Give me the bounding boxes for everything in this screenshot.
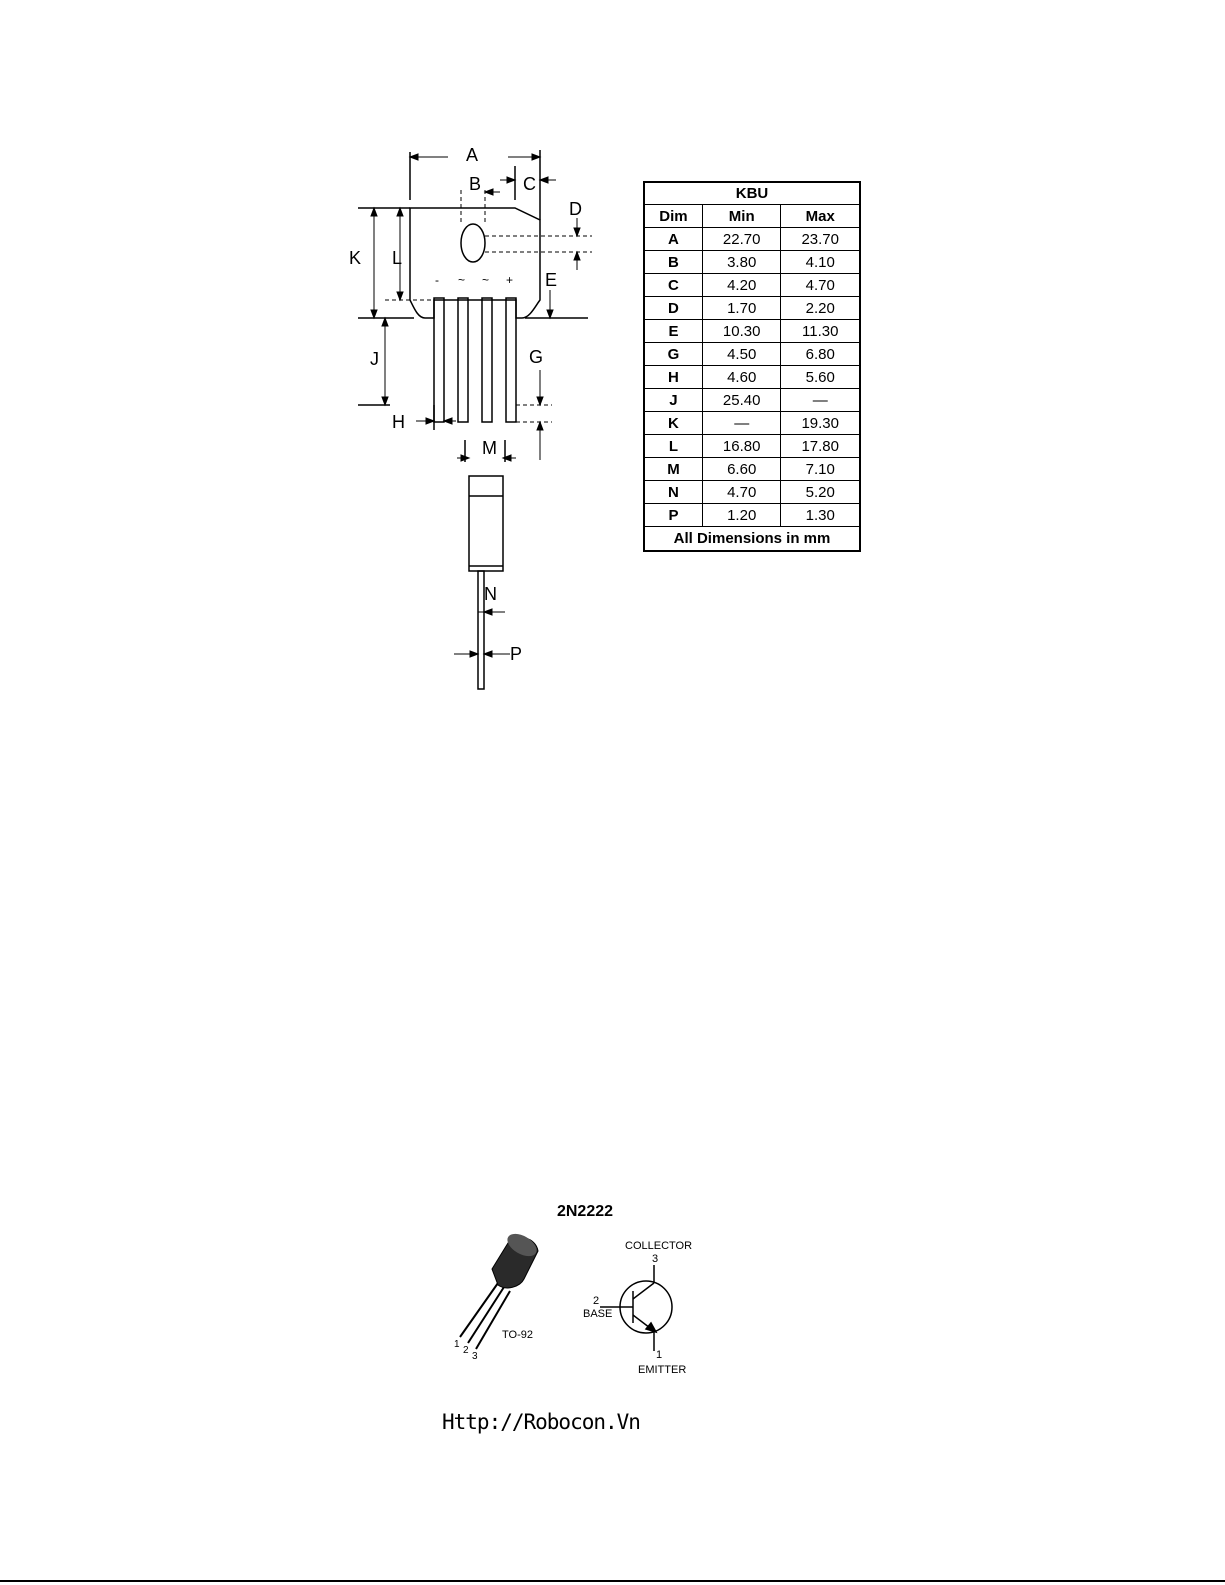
- row-min: 4.50: [702, 343, 781, 366]
- row-dim: J: [644, 389, 702, 412]
- row-max: 11.30: [781, 320, 860, 343]
- row-max: 23.70: [781, 228, 860, 251]
- row-min: 4.20: [702, 274, 781, 297]
- emitter-pin: 1: [656, 1349, 662, 1361]
- row-max: 7.10: [781, 458, 860, 481]
- dim-label-n: N: [484, 584, 497, 604]
- row-dim: A: [644, 228, 702, 251]
- row-min: 22.70: [702, 228, 781, 251]
- row-max: 2.20: [781, 297, 860, 320]
- header-min: Min: [702, 205, 781, 228]
- pin-number-1: 1: [454, 1339, 460, 1350]
- row-max: —: [781, 389, 860, 412]
- row-dim: N: [644, 481, 702, 504]
- collector-pin: 3: [652, 1253, 658, 1265]
- row-max: 17.80: [781, 435, 860, 458]
- row-dim: C: [644, 274, 702, 297]
- pin-mark-ac-1: ~: [458, 273, 465, 287]
- row-dim: L: [644, 435, 702, 458]
- base-label: BASE: [583, 1308, 612, 1320]
- row-dim: D: [644, 297, 702, 320]
- dim-label-j: J: [370, 349, 379, 369]
- row-min: 3.80: [702, 251, 781, 274]
- dim-label-b: B: [469, 174, 481, 194]
- row-dim: E: [644, 320, 702, 343]
- header-max: Max: [781, 205, 860, 228]
- row-dim: P: [644, 504, 702, 527]
- row-dim: G: [644, 343, 702, 366]
- base-pin: 2: [593, 1295, 599, 1307]
- package-label: TO-92: [502, 1329, 533, 1341]
- pin-mark-plus: +: [506, 273, 513, 287]
- row-max: 19.30: [781, 412, 860, 435]
- row-min: 4.70: [702, 481, 781, 504]
- pin-mark-minus: -: [435, 273, 439, 287]
- transistor-diagram: 1 2 3 TO-92 COLLECTOR 3 2 BASE 1 EMITTER: [440, 1225, 740, 1390]
- emitter-label: EMITTER: [638, 1364, 686, 1376]
- row-max: 4.10: [781, 251, 860, 274]
- row-max: 1.30: [781, 504, 860, 527]
- row-min: 1.70: [702, 297, 781, 320]
- row-min: 10.30: [702, 320, 781, 343]
- row-min: —: [702, 412, 781, 435]
- dim-label-c: C: [523, 174, 536, 194]
- row-min: 4.60: [702, 366, 781, 389]
- pin-mark-ac-2: ~: [482, 273, 489, 287]
- page-bottom-divider: [0, 1580, 1225, 1582]
- row-min: 25.40: [702, 389, 781, 412]
- row-max: 4.70: [781, 274, 860, 297]
- row-min: 16.80: [702, 435, 781, 458]
- pin-number-3: 3: [472, 1351, 478, 1362]
- dim-label-l: L: [392, 248, 402, 268]
- row-dim: H: [644, 366, 702, 389]
- row-min: 6.60: [702, 458, 781, 481]
- pin-number-2: 2: [463, 1345, 469, 1356]
- row-dim: M: [644, 458, 702, 481]
- row-min: 1.20: [702, 504, 781, 527]
- table-title: KBU: [644, 182, 860, 205]
- dim-label-d: D: [569, 199, 582, 219]
- dim-label-k: K: [349, 248, 361, 268]
- row-dim: K: [644, 412, 702, 435]
- dim-label-e: E: [545, 270, 557, 290]
- collector-label: COLLECTOR: [625, 1240, 692, 1252]
- table-footer: All Dimensions in mm: [644, 527, 860, 552]
- header-dim: Dim: [644, 205, 702, 228]
- dim-label-p: P: [510, 644, 522, 664]
- dim-label-a: A: [466, 145, 478, 165]
- table-row: K—19.30: [644, 412, 860, 435]
- row-dim: B: [644, 251, 702, 274]
- row-max: 5.20: [781, 481, 860, 504]
- dim-label-m: M: [482, 438, 497, 458]
- part-number-title: 2N2222: [520, 1203, 650, 1221]
- row-max: 5.60: [781, 366, 860, 389]
- dim-label-g: G: [529, 347, 543, 367]
- kbu-package-drawing: A B C D E G H J K L M N P - ~ ~ +: [330, 140, 630, 700]
- dim-label-h: H: [392, 412, 405, 432]
- row-max: 6.80: [781, 343, 860, 366]
- website-url: Http://Robocon.Vn: [442, 1410, 640, 1434]
